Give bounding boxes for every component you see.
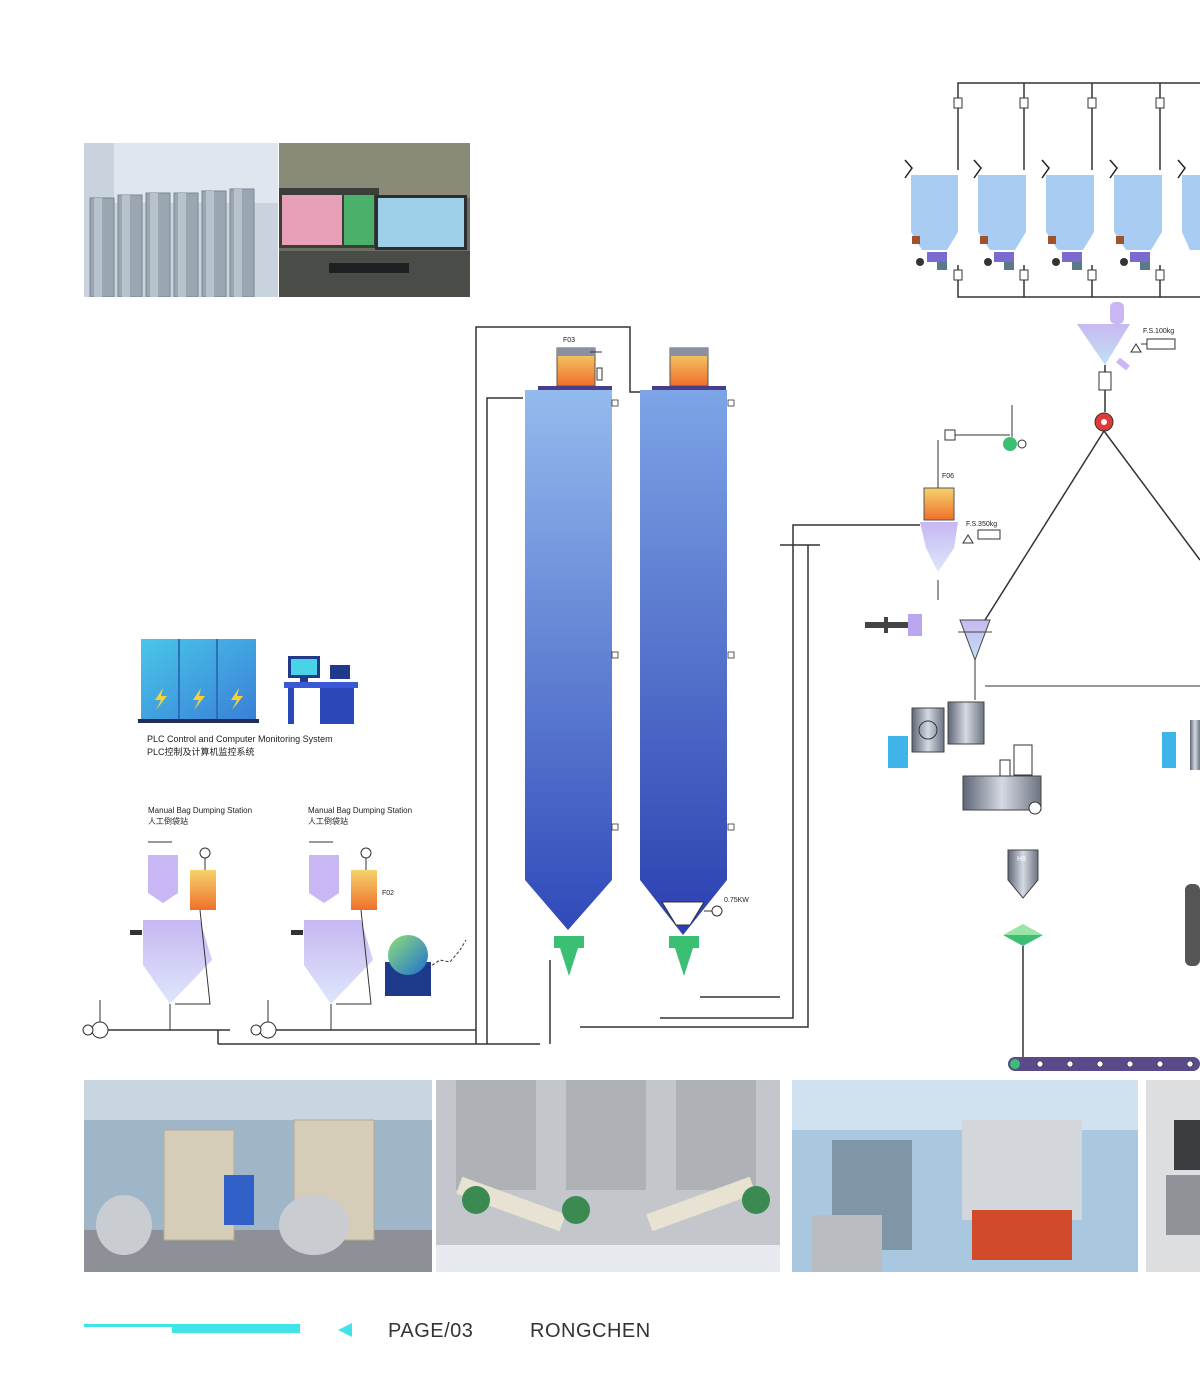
bag-station-2-label-cn: 人工倒袋站 bbox=[308, 817, 348, 826]
footer-accent-bar bbox=[84, 1324, 300, 1333]
label-f06: F06 bbox=[942, 473, 955, 480]
photo-partial-right bbox=[1146, 1080, 1200, 1272]
manifold-valves bbox=[953, 97, 1165, 281]
control-room-illustration bbox=[279, 143, 470, 297]
bag-station-2 bbox=[250, 841, 476, 1039]
bag-station-1 bbox=[82, 841, 230, 1044]
bag-station-1-label-en: Manual Bag Dumping Station bbox=[148, 806, 253, 815]
label-f02: F02 bbox=[382, 890, 395, 897]
page-number: PAGE/03 bbox=[388, 1320, 474, 1342]
partial-right-illustration bbox=[1146, 1080, 1200, 1272]
label-f03: F03 bbox=[563, 337, 576, 344]
photo-mixer-platform bbox=[792, 1080, 1138, 1272]
page-bottom-margin bbox=[0, 1355, 1200, 1391]
label-scale-100: F.S.100kg bbox=[1143, 328, 1175, 335]
bag-station-1-label-cn: 人工倒袋站 bbox=[148, 817, 188, 826]
photo-control-room bbox=[279, 143, 470, 297]
photo-factory-hall bbox=[84, 1080, 432, 1272]
hopper-feeders-illustration bbox=[436, 1080, 780, 1272]
brand-name: RONGCHEN bbox=[530, 1320, 651, 1342]
conveyor-belt bbox=[1008, 1057, 1200, 1071]
screen-unit bbox=[865, 614, 922, 636]
plc-label-en: PLC Control and Computer Monitoring Syst… bbox=[147, 734, 333, 744]
silos-illustration bbox=[84, 143, 278, 297]
scale-hopper-100 bbox=[984, 302, 1200, 621]
photo-silos-building bbox=[84, 143, 278, 297]
label-scale-350: F.S.350kg bbox=[966, 521, 998, 528]
plc-label-cn: PLC控制及计算机监控系统 bbox=[147, 747, 255, 757]
plc-cabinet-icon bbox=[138, 639, 259, 723]
level-sensors bbox=[611, 399, 735, 831]
process-flow-diagram bbox=[82, 82, 1200, 1071]
blower-unit bbox=[385, 935, 467, 996]
small-hoppers bbox=[904, 159, 1200, 270]
bag-station-2-label-en: Manual Bag Dumping Station bbox=[308, 806, 413, 815]
label-h8: H8 bbox=[1017, 856, 1026, 863]
label-motor-power: 0.75KW bbox=[724, 897, 749, 904]
computer-desk-icon bbox=[284, 656, 358, 724]
mixer-unit bbox=[888, 580, 1200, 1060]
silo-1 bbox=[525, 347, 612, 976]
factory-hall-illustration bbox=[84, 1080, 432, 1272]
arrow-left-icon bbox=[338, 1323, 352, 1337]
silo-2 bbox=[640, 347, 727, 976]
filter-f06 bbox=[920, 405, 1027, 572]
right-partial-equipment bbox=[1162, 720, 1200, 966]
photo-hopper-feeders bbox=[436, 1080, 780, 1272]
mixer-platform-illustration bbox=[792, 1080, 1138, 1272]
silo-conveying-lines bbox=[218, 326, 920, 1045]
